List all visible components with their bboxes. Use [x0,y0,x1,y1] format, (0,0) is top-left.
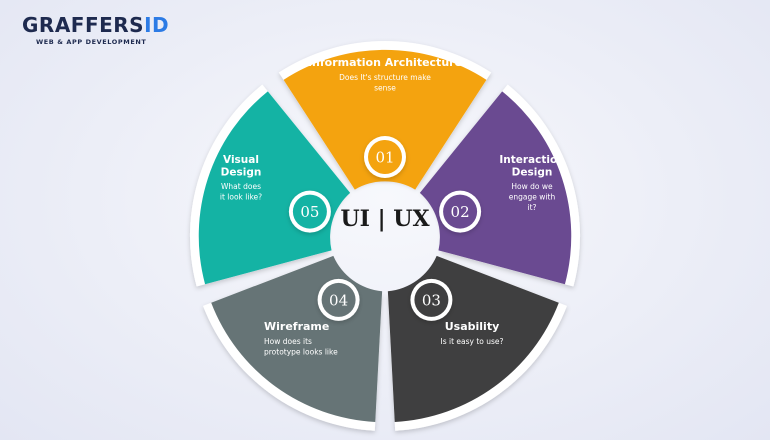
segment-5-desc-line-1: What does [221,182,261,191]
segment-3-desc-line-1: Is it easy to use? [440,337,503,346]
badge-1-number: 01 [375,149,394,167]
segment-1-desc-line-1: Does It's structure make [339,73,431,82]
segment-4-title-line-1: Wireframe [264,320,329,333]
badge-4-number: 04 [329,291,348,309]
segments-layer [189,41,581,431]
logo-brand-text: GRAFFERS [22,13,145,37]
center-label: UI | UX [340,206,430,232]
segment-1-wedge [283,49,487,190]
segment-5-wedge [198,91,351,285]
segment-2-title-line-2: Design [512,167,553,179]
segment-2-desc-line-1: How do we [511,182,553,191]
segment-4-desc-line-2: prototype looks like [264,348,338,357]
badge-2-number: 02 [451,203,470,221]
segment-4-desc-line-1: How does its [264,337,312,346]
segment-2-wedge [419,91,572,285]
badge-3-number: 03 [422,291,441,309]
badge-3-dot [414,282,449,317]
badge-5-number: 05 [300,203,319,221]
badge-2-dot [443,194,478,229]
brand-logo: GRAFFERSID WEB & APP DEVELOPMENT [22,14,182,46]
segment-1-title-line-1: Information Architecture [308,56,462,69]
segment-5-desc-line-2: it look like? [220,193,262,202]
segment-5-title-line-2: Design [221,167,262,179]
logo-wordmark: GRAFFERSID [22,14,182,36]
logo-tagline: WEB & APP DEVELOPMENT [36,38,147,46]
segment-3-title-line-1: Usability [445,320,500,333]
segment-2-desc-line-2: engage with [509,193,556,202]
segment-2-desc-line-3: it? [527,203,536,212]
logo-brand-accent: ID [144,13,170,37]
badge-1-dot [368,140,402,174]
number-badges-layer: 01 02 03 04 05 [288,136,482,321]
segment-5-title-line-1: Visual [223,154,259,166]
badge-4-dot [321,282,356,317]
segment-1-desc-line-2: sense [374,84,396,93]
badge-5-dot [292,194,327,229]
segment-2-title-line-1: Interaction [499,154,564,166]
